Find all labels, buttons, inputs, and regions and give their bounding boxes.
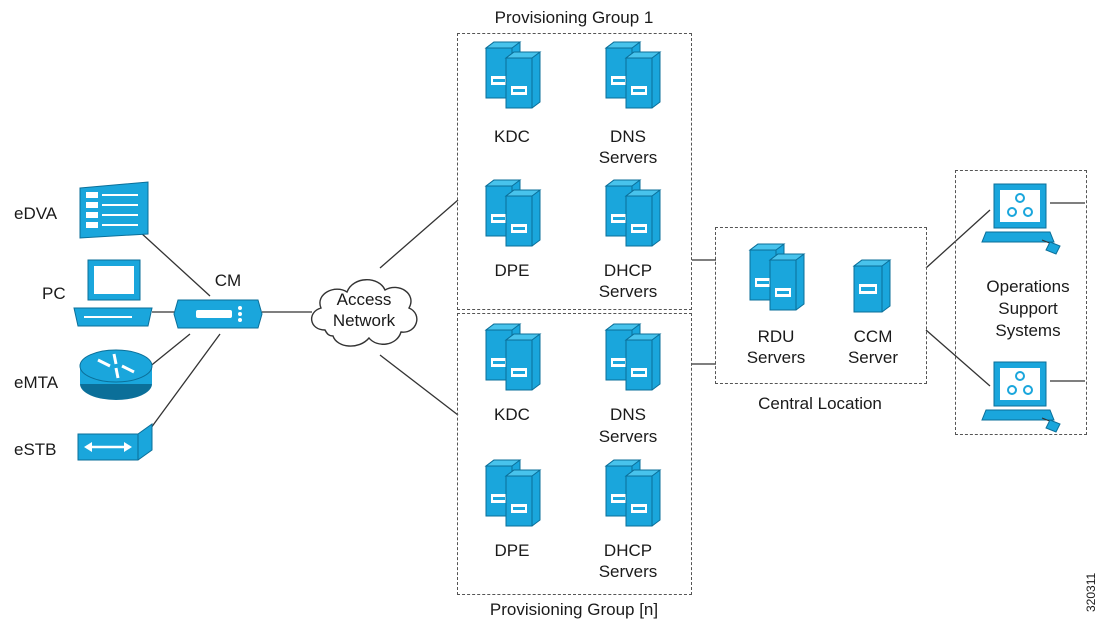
dns-server-icon bbox=[598, 320, 668, 392]
dpe-server-icon bbox=[478, 176, 548, 248]
group-n-title: Provisioning Group [n] bbox=[489, 600, 659, 619]
cm-label: CM bbox=[214, 271, 242, 290]
cloud-groupn-link bbox=[379, 354, 459, 416]
dhcp-label-1: DHCP bbox=[603, 541, 653, 560]
central-location-box bbox=[715, 227, 927, 384]
emta-router-icon bbox=[79, 349, 153, 400]
dns-server-icon bbox=[598, 38, 668, 110]
dns-label-1: DNS bbox=[610, 127, 646, 146]
kdc-server-icon bbox=[478, 38, 548, 110]
dpe-server-icon bbox=[478, 456, 548, 528]
central-oss1-link bbox=[925, 209, 991, 269]
oss-workstation-icon bbox=[981, 183, 1061, 255]
dpe-label: DPE bbox=[494, 541, 530, 560]
dhcp-label-1: DHCP bbox=[603, 261, 653, 280]
estb-switch-icon bbox=[77, 423, 153, 461]
cable-modem-icon bbox=[173, 299, 263, 329]
provisioning-group-n-box bbox=[457, 313, 692, 595]
rdu-server-icon bbox=[742, 240, 812, 312]
central-location-title: Central Location bbox=[758, 394, 882, 413]
provisioning-group-1-box bbox=[457, 33, 692, 310]
estb-label: eSTB bbox=[14, 440, 57, 459]
oss-label-2: Support bbox=[998, 299, 1058, 318]
dns-label-1: DNS bbox=[610, 405, 646, 424]
pc-label: PC bbox=[42, 284, 66, 303]
ccm-label-1: CCM bbox=[853, 327, 893, 346]
dhcp-label-2: Servers bbox=[598, 562, 658, 581]
central-oss2-link bbox=[925, 329, 991, 387]
ccm-label-2: Server bbox=[847, 348, 899, 367]
oss-label-3: Systems bbox=[995, 321, 1061, 340]
cloud-icon bbox=[311, 279, 418, 347]
edva-cm-link bbox=[139, 231, 211, 297]
estb-cm-link bbox=[147, 333, 221, 433]
ccm-server-icon bbox=[853, 259, 891, 313]
emta-label: eMTA bbox=[14, 373, 59, 392]
oss-workstation-icon bbox=[981, 361, 1061, 433]
kdc-label: KDC bbox=[494, 405, 530, 424]
dns-label-2: Servers bbox=[598, 427, 658, 446]
dhcp-label-2: Servers bbox=[598, 282, 658, 301]
kdc-label: KDC bbox=[494, 127, 530, 146]
group-1-title: Provisioning Group 1 bbox=[494, 8, 654, 27]
rdu-label-1: RDU bbox=[757, 327, 795, 346]
edva-label: eDVA bbox=[14, 204, 58, 223]
figure-id: 320311 bbox=[1084, 572, 1098, 612]
kdc-server-icon bbox=[478, 320, 548, 392]
oss-box bbox=[955, 170, 1087, 435]
cloud-label-1: Access bbox=[336, 290, 392, 309]
dhcp-server-icon bbox=[598, 456, 668, 528]
dhcp-server-icon bbox=[598, 176, 668, 248]
dns-label-2: Servers bbox=[598, 148, 658, 167]
pc-icon bbox=[73, 259, 153, 327]
rdu-label-2: Servers bbox=[746, 348, 806, 367]
dpe-label: DPE bbox=[494, 261, 530, 280]
cloud-label-2: Network bbox=[332, 311, 396, 330]
cloud-group1-link bbox=[379, 199, 459, 269]
edva-device-icon bbox=[79, 181, 149, 239]
emta-cm-link bbox=[147, 333, 191, 369]
oss-label-1: Operations bbox=[986, 277, 1070, 296]
